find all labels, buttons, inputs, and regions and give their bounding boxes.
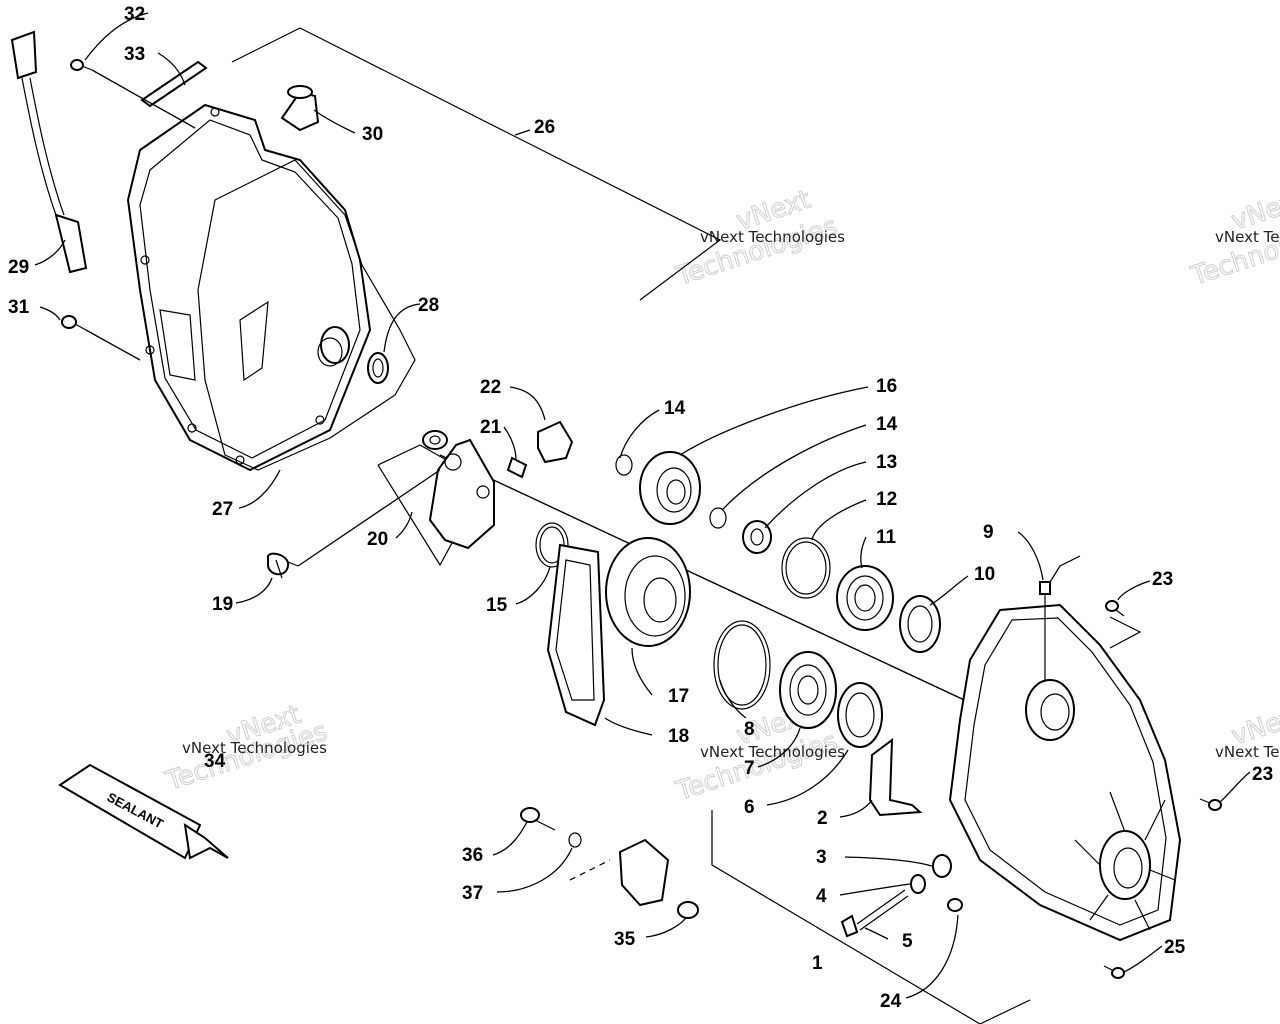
screw-23-upper	[1105, 600, 1125, 617]
callout-36: 36	[462, 845, 483, 866]
washer-4	[910, 874, 926, 894]
nut-35	[677, 901, 699, 919]
screw-31	[61, 315, 141, 361]
washer-20	[422, 430, 448, 450]
screw-23-lower	[1199, 798, 1222, 811]
callout-34: 34	[204, 751, 226, 772]
callout-37: 37	[462, 883, 483, 904]
callout-35: 35	[614, 929, 636, 950]
cover-gasket	[197, 159, 416, 471]
callout-21: 21	[480, 417, 502, 438]
callout-33: 33	[124, 44, 145, 65]
callout-31: 31	[8, 297, 30, 318]
callout-14-upper: 14	[664, 398, 686, 419]
callout-2: 2	[817, 808, 828, 829]
washer-37	[568, 832, 582, 848]
slider-22	[537, 420, 574, 464]
watermark-4: vNext Technologies vNext Technologies	[161, 699, 331, 797]
callout-28: 28	[418, 295, 439, 316]
seal-10	[899, 595, 941, 653]
chain-18	[546, 543, 606, 727]
callout-19: 19	[212, 594, 233, 615]
leader-32-line	[91, 69, 196, 129]
screw-25	[1103, 965, 1125, 979]
callout-29: 29	[8, 257, 29, 278]
callout-26: 26	[534, 117, 555, 138]
watermark-text: vNext Technologies	[700, 743, 845, 761]
callout-11: 11	[876, 527, 897, 548]
ring-14-lower	[709, 507, 727, 529]
bushing-3	[932, 854, 952, 878]
bolt-5	[840, 889, 909, 938]
seal-6	[837, 682, 883, 748]
sensor-bracket	[569, 838, 670, 907]
callout-24: 24	[880, 991, 902, 1012]
callout-1: 1	[812, 953, 823, 974]
callout-3: 3	[816, 847, 827, 868]
bearing-7	[779, 651, 837, 729]
ring-14-upper	[615, 454, 633, 476]
watermark-text: vNext Technologies	[182, 739, 327, 757]
watermark-6: vNext vNext Technologies	[1215, 699, 1280, 761]
callout-23-upper: 23	[1152, 569, 1173, 590]
ring-12	[781, 537, 831, 599]
callout-30: 30	[362, 124, 383, 145]
callout-12: 12	[876, 489, 897, 510]
tensioner-bracket-20	[428, 438, 495, 550]
assembly-bracket-26	[231, 27, 722, 301]
plug-30	[280, 85, 320, 132]
spring-19	[267, 469, 441, 579]
gear-16	[639, 451, 701, 525]
dipstick-9	[1039, 555, 1081, 682]
seal-28	[367, 352, 389, 384]
sealant-tube: SEALANT	[58, 763, 229, 860]
callout-7: 7	[744, 758, 755, 779]
sensor-29	[10, 30, 88, 274]
screw-32	[70, 59, 93, 71]
callout-8: 8	[744, 719, 755, 740]
bracket-2	[868, 737, 923, 817]
callout-5: 5	[902, 931, 913, 952]
watermark-2: vNext Technologies vNext Technologies	[671, 184, 845, 292]
callout-25: 25	[1164, 937, 1186, 958]
assembly-bracket-1	[711, 616, 1142, 1024]
callout-numbers: 1 2 3 4 5 6 7 8 9 10 11 12 13 14 14 15 1…	[8, 4, 1273, 1012]
callout-32: 32	[124, 4, 145, 25]
washer-13	[742, 520, 772, 554]
assembly-axis	[439, 454, 976, 706]
callout-9: 9	[983, 522, 994, 543]
callout-15: 15	[486, 595, 508, 616]
callout-13: 13	[876, 452, 897, 473]
ring-8	[713, 620, 771, 710]
callout-10: 10	[974, 564, 995, 585]
callout-4: 4	[816, 886, 827, 907]
callout-27: 27	[212, 499, 233, 520]
callout-22: 22	[480, 377, 501, 398]
clip-33	[140, 60, 208, 108]
callout-14-lower: 14	[876, 414, 898, 435]
callout-23-lower: 23	[1252, 764, 1273, 785]
chain-case-housing	[948, 603, 1182, 942]
callout-18: 18	[668, 726, 689, 747]
pin-21	[506, 456, 528, 479]
callout-17: 17	[668, 686, 689, 707]
watermark-text: vNext Technologies	[1215, 743, 1280, 761]
bearing-11	[836, 565, 894, 631]
gear-17	[605, 537, 691, 647]
nut-24	[947, 898, 963, 912]
watermark-text: vNext Technologies	[700, 228, 845, 246]
bolt-36	[520, 807, 556, 831]
watermark-3: vNext Technologies vNext Technologies	[1186, 184, 1280, 292]
callout-6: 6	[744, 797, 755, 818]
callout-16: 16	[876, 376, 897, 397]
chain-case-cover	[126, 103, 372, 472]
watermark-text: vNext Technologies	[1215, 228, 1280, 246]
leader-lines	[34, 12, 1251, 999]
callout-20: 20	[367, 529, 388, 550]
